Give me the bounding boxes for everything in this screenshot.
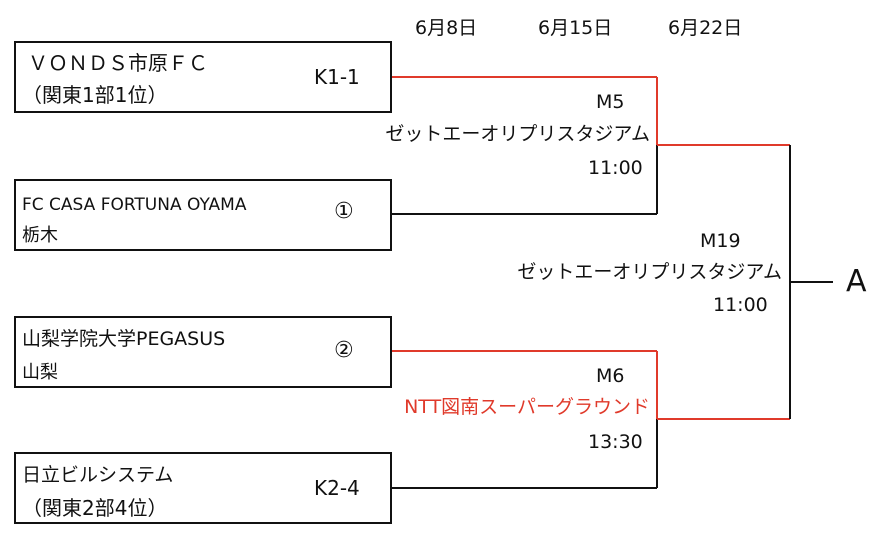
team-name: 日立ビルシステム	[22, 464, 174, 486]
team-sub: （関東1部1位）	[22, 83, 168, 107]
team-box: 日立ビルシステム （関東2部4位） K2-4	[14, 452, 392, 524]
team-seed: ②	[334, 338, 354, 363]
match-id-m5: M5	[596, 91, 625, 113]
match-time-m5: 11:00	[588, 157, 643, 179]
team-name: FC CASA FORTUNA OYAMA	[22, 195, 247, 215]
match-venue-m19: ゼットエーオリプリスタジアム	[517, 261, 782, 283]
team-box: ＶＯＮＤＳ市原ＦＣ （関東1部1位） K1-1	[14, 41, 392, 113]
date-round3: 6月22日	[668, 17, 743, 39]
team-sub: 山梨	[22, 362, 58, 383]
date-round2: 6月15日	[538, 17, 613, 39]
team-box: 山梨学院大学PEGASUS 山梨 ②	[14, 316, 392, 388]
winner-slot-label: A	[846, 264, 867, 299]
team-sub: 栃木	[22, 225, 58, 246]
team-sub: （関東2部4位）	[22, 496, 168, 520]
team-seed: ①	[334, 199, 354, 224]
match-time-m19: 11:00	[713, 294, 768, 316]
team-seed: K2-4	[314, 476, 360, 500]
match-id-m19: M19	[700, 230, 741, 252]
match-id-m6: M6	[596, 365, 625, 387]
team-name: ＶＯＮＤＳ市原ＦＣ	[28, 51, 208, 75]
match-time-m6: 13:30	[588, 431, 643, 453]
match-venue-m5: ゼットエーオリプリスタジアム	[385, 123, 650, 145]
date-round1: 6月8日	[415, 17, 478, 39]
match-venue-m6: NTT図南スーパーグラウンド	[404, 396, 650, 418]
team-name: 山梨学院大学PEGASUS	[22, 328, 226, 350]
team-box: FC CASA FORTUNA OYAMA 栃木 ①	[14, 179, 392, 251]
team-seed: K1-1	[314, 65, 360, 89]
